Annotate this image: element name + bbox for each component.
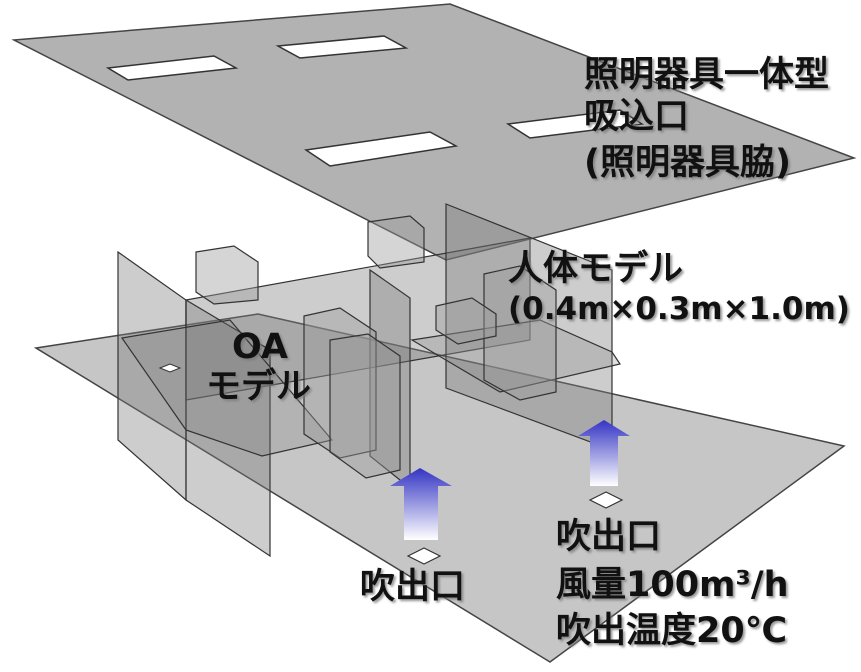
supply-right-label-line2: 風量100m³/h (556, 565, 789, 605)
supply-left-label-text: 吹出口 (360, 567, 466, 607)
ceiling-outlet-label-line1: 照明器具一体型 (584, 55, 830, 95)
ceiling-outlet-label-3: (照明器具脇) (584, 146, 791, 181)
oa-model-label-2: モデル (206, 370, 311, 405)
oa-model-label: OA (232, 330, 288, 365)
human-model-boxes (195, 215, 557, 479)
floor-outlets (158, 363, 624, 565)
supply-temp-label: 吹出温度20℃ (556, 614, 787, 649)
ceiling-plane (11, 3, 857, 261)
supply-outlet-right (588, 491, 624, 509)
supply-outlet-left-label: 吹出口 (360, 570, 465, 605)
small-floor-outlet (158, 363, 182, 373)
ceiling-outlet-slot (505, 109, 645, 139)
ceiling-outlet-slot (105, 55, 239, 81)
airflow-arrow-right (578, 420, 630, 486)
human-model-size-label: (0.4m×0.3m×1.0m) (508, 294, 850, 325)
ceiling-outlet-label-2: 吸込口 (584, 100, 689, 135)
ceiling-outlet-label-line2: 吸込口 (584, 97, 690, 137)
supply-outlet-left (406, 547, 442, 565)
supply-right-label-line1: 吹出口 (556, 517, 662, 557)
partitions (117, 203, 621, 558)
human-model-label: 人体モデル (508, 252, 683, 287)
supply-outlet-right-label: 吹出口 (556, 520, 661, 555)
supply-right-label-line3: 吹出温度20℃ (556, 611, 788, 651)
ceiling-outlet-slot (275, 35, 409, 59)
oa-model-label-line2: モデル (206, 367, 312, 407)
supply-flow-label: 風量100m³/h (556, 568, 789, 603)
ceiling-outlet-label: 照明器具一体型 (584, 58, 829, 93)
human-model-label-line1: 人体モデル (508, 249, 684, 289)
oa-model-label-line1: OA (232, 327, 288, 367)
floor-plane (33, 313, 846, 663)
airflow-arrow-left (390, 468, 452, 540)
human-model-label-line2: (0.4m×0.3m×1.0m) (508, 291, 850, 327)
ceiling-outlet-label-line3: (照明器具脇) (584, 143, 791, 183)
ceiling-outlet-slot (303, 131, 459, 167)
